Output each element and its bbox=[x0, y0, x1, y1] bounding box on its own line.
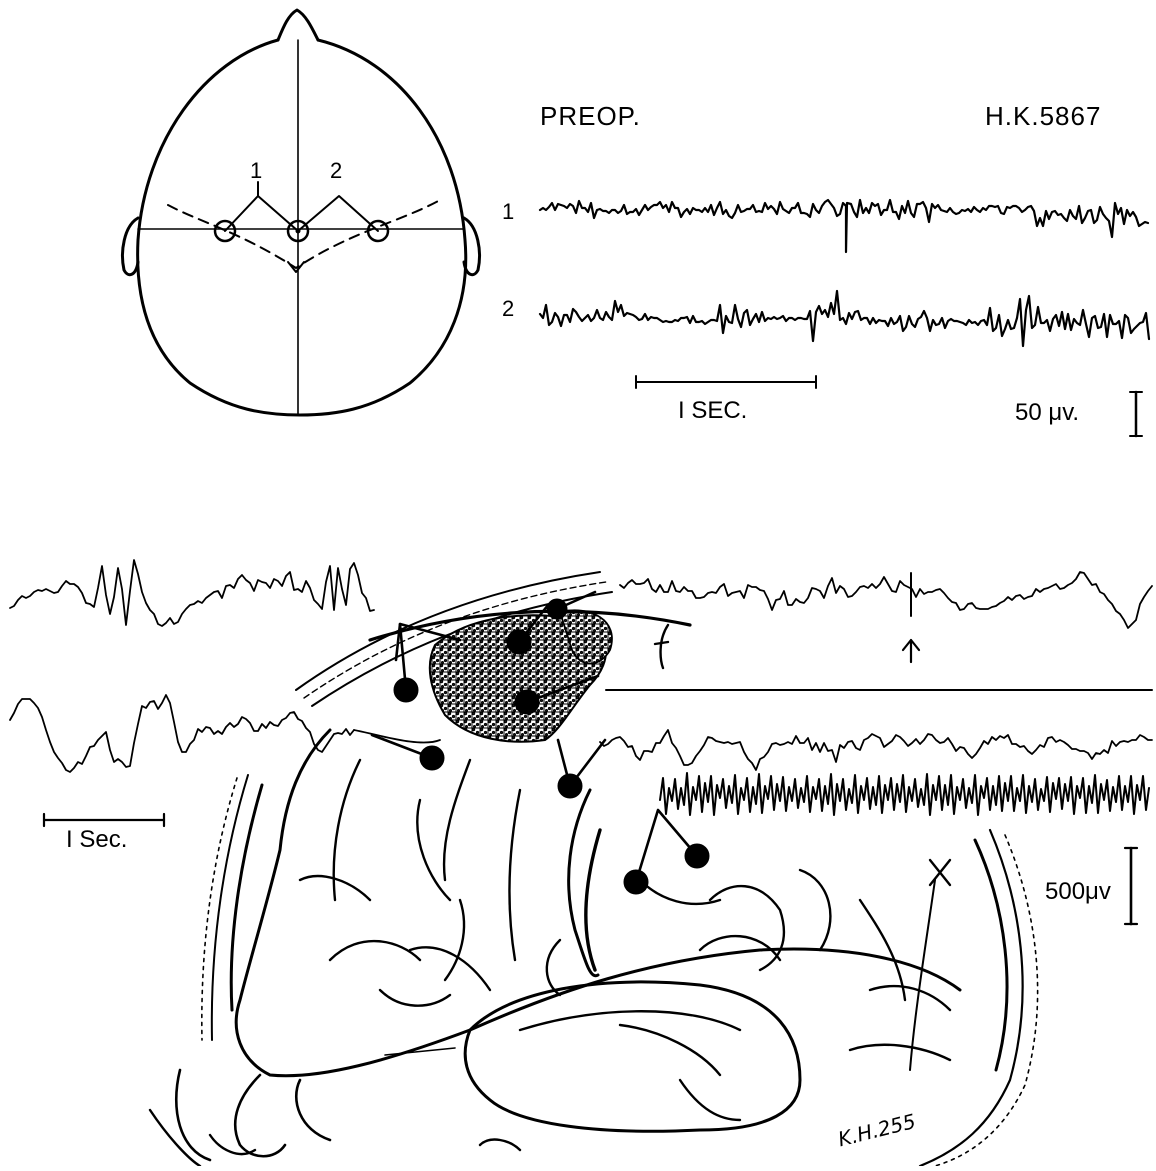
nasal-line bbox=[176, 1070, 210, 1160]
sulcus-t bbox=[380, 990, 450, 1006]
sulcus-p bbox=[680, 1080, 740, 1120]
sylvian-fissure bbox=[586, 830, 600, 970]
channel-label-1: 1 bbox=[502, 201, 514, 223]
trace-upper-right bbox=[620, 572, 1152, 628]
sulcus-m bbox=[850, 1045, 950, 1060]
trace-spikes bbox=[660, 773, 1149, 815]
trace-middle-right bbox=[600, 730, 1152, 770]
head-diagram bbox=[123, 10, 480, 415]
cortex-outline bbox=[236, 730, 960, 1076]
face-contour bbox=[150, 1110, 200, 1166]
sulcus-g bbox=[410, 947, 490, 990]
lead-2 bbox=[372, 735, 432, 758]
dashed-contour bbox=[168, 200, 440, 268]
sulcus-h bbox=[640, 880, 720, 904]
montage-lead-2 bbox=[298, 196, 378, 231]
central-sulcus bbox=[569, 790, 598, 976]
sulcus-a bbox=[444, 760, 470, 880]
event-arrow bbox=[903, 640, 919, 662]
trace-channel-1 bbox=[540, 200, 1148, 252]
temporal-lobe bbox=[465, 982, 800, 1131]
top-time-scale-label: I SEC. bbox=[678, 399, 747, 423]
frontal-base bbox=[296, 1080, 330, 1140]
montage-lead-1 bbox=[225, 196, 298, 231]
trace-upper-left bbox=[10, 560, 374, 626]
temporal-inner-fold-2 bbox=[620, 1025, 720, 1075]
top-amplitude-scale-label: 50 μv. bbox=[1015, 401, 1079, 425]
preop-title: PREOP. bbox=[540, 103, 641, 129]
marker-f bbox=[655, 625, 668, 668]
lead-7 bbox=[636, 810, 697, 882]
nose bbox=[278, 10, 318, 40]
sulcus-l bbox=[870, 986, 950, 1010]
sulcus-s bbox=[445, 900, 464, 980]
bottom-time-scale-label: I Sec. bbox=[66, 828, 127, 852]
sulcus-o bbox=[910, 880, 935, 1070]
sulcus-b bbox=[510, 790, 520, 960]
sulcus-i bbox=[710, 886, 784, 970]
skull-right-inner bbox=[975, 840, 1007, 1070]
orbit-region bbox=[235, 1075, 285, 1156]
left-ear bbox=[123, 218, 138, 275]
trace-middle bbox=[10, 695, 354, 772]
sulcus-n bbox=[930, 860, 950, 885]
trace-middle-bridge bbox=[354, 730, 440, 743]
trace-channel-2 bbox=[540, 291, 1149, 346]
top-case-id: H.K.5867 bbox=[985, 103, 1101, 129]
base-hook-right bbox=[480, 1140, 520, 1150]
sulcus-q bbox=[547, 940, 560, 995]
lead-1b bbox=[396, 624, 400, 660]
channel-label-2: 2 bbox=[502, 298, 514, 320]
bottom-amplitude-scale-label: 500μv bbox=[1045, 880, 1111, 904]
sulcus-j bbox=[800, 870, 830, 950]
skull-left-outer bbox=[212, 775, 248, 1040]
montage-label-2: 2 bbox=[330, 160, 342, 182]
montage-label-1: 1 bbox=[250, 160, 262, 182]
sulcus-f bbox=[330, 941, 420, 960]
